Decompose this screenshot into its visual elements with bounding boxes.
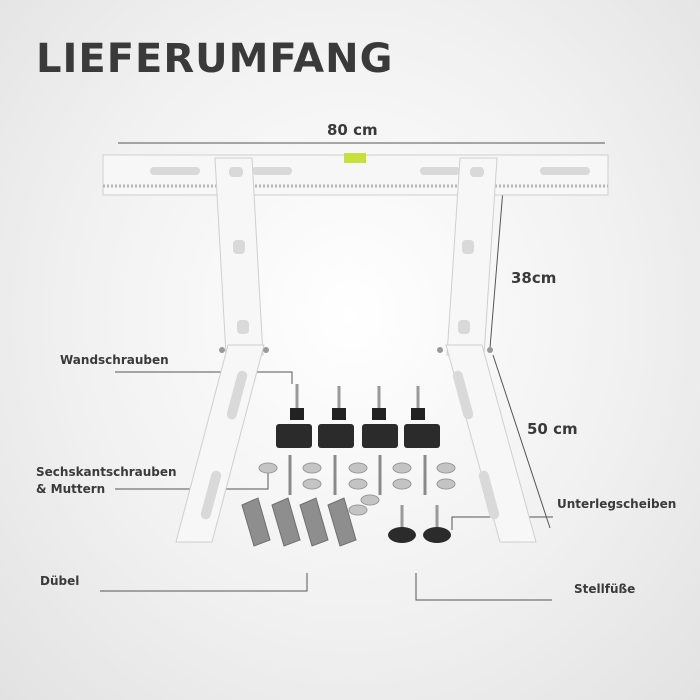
wall-screw-2 [332, 386, 346, 420]
left-support-arm [175, 344, 265, 543]
width-dimension-label: 80 cm [327, 121, 378, 139]
depth-dimension-label: 50 cm [527, 420, 578, 438]
height-dimension-label: 38cm [511, 269, 557, 287]
dowels [241, 497, 357, 547]
feet-label: Stellfüße [574, 582, 636, 596]
wall-screws-label: Wandschrauben [60, 353, 169, 367]
hex-screws-label-line1: Sechskantschrauben [36, 465, 177, 479]
feet-callout [415, 573, 552, 601]
rubber-pads [276, 424, 440, 448]
page-title: LIEFERUMFANG [36, 36, 394, 82]
hex-screws-callout [115, 470, 269, 490]
adjustable-feet [388, 505, 451, 543]
wall-screws [290, 384, 425, 420]
wall-screw-3 [372, 386, 386, 420]
dowels-callout [100, 573, 308, 592]
washers-label: Unterlegscheiben [557, 497, 677, 511]
left-vertical-arm [214, 157, 269, 356]
hex-screws [288, 455, 427, 495]
depth-dimension-line [492, 354, 551, 529]
wall-screws-callout [115, 371, 293, 384]
hex-screws-label-line2: & Muttern [36, 482, 106, 496]
top-rail [102, 153, 609, 196]
spirit-level-icon [344, 153, 366, 163]
dowels-label: Dübel [40, 574, 80, 588]
wall-screw-4 [411, 386, 425, 420]
washers [258, 462, 456, 516]
right-support-arm [445, 344, 537, 543]
wall-screw-1 [290, 384, 304, 420]
